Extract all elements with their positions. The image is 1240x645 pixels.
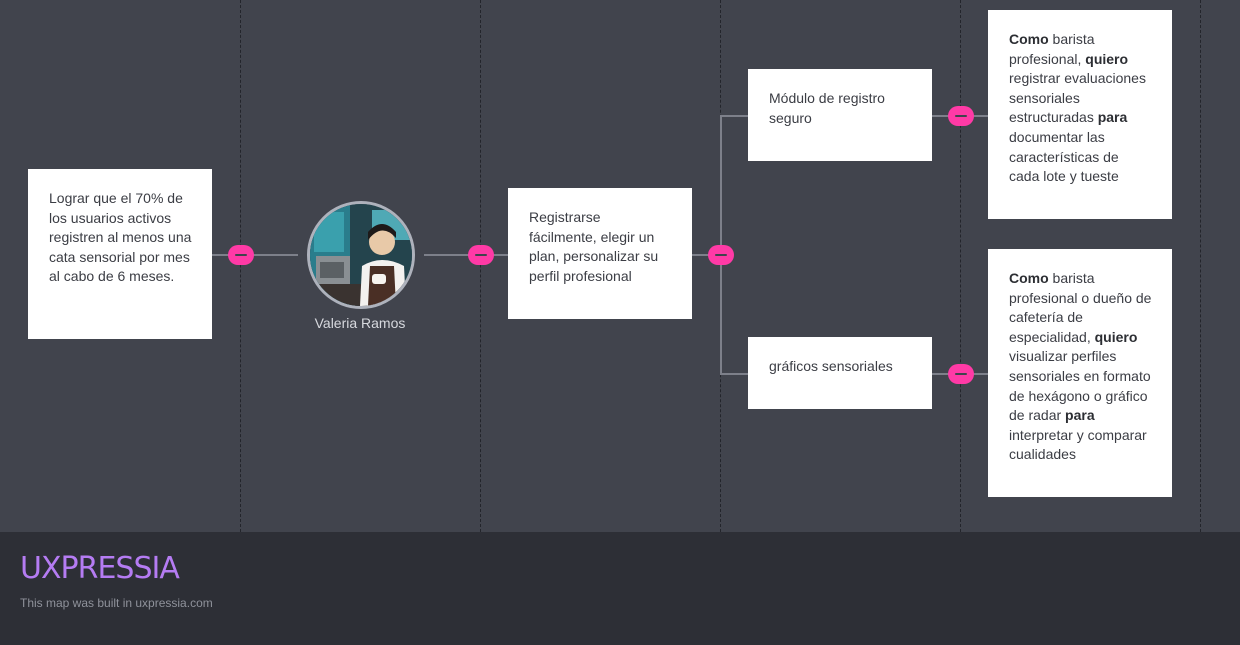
collapse-toggle-job[interactable]	[708, 245, 734, 265]
minus-icon	[715, 254, 727, 256]
feature-card[interactable]: Módulo de registro seguro	[748, 69, 932, 161]
minus-icon	[475, 254, 487, 256]
connector-goal-persona	[212, 254, 298, 256]
minus-icon	[235, 254, 247, 256]
feature-text: Módulo de registro seguro	[769, 90, 885, 126]
story-segment: visualizar perfiles sensoriales en forma…	[1009, 348, 1151, 424]
story-segment: interpretar y comparar cualidades	[1009, 426, 1147, 463]
goal-card[interactable]: Lograr que el 70% de los usuarios activo…	[28, 169, 212, 339]
column-divider	[240, 0, 241, 532]
footer-note[interactable]: This map was built in uxpressia.com	[20, 596, 213, 610]
story-text: Como barista profesional, quiero registr…	[1009, 31, 1146, 184]
connector-job-branch	[692, 254, 721, 256]
story-keyword: para	[1097, 109, 1128, 126]
story-text: Como barista profesional o dueño de cafe…	[1009, 270, 1151, 462]
story-keyword: quiero	[1094, 328, 1138, 345]
collapse-toggle-persona[interactable]	[468, 245, 494, 265]
column-divider	[960, 0, 961, 532]
connector-branch-feature-1	[720, 115, 748, 117]
story-segment: barista profesional,	[1009, 31, 1095, 67]
story-segment: registrar evaluaciones sensoriales estru…	[1009, 70, 1146, 126]
impact-map: Lograr que el 70% de los usuarios activo…	[28, 0, 1201, 532]
story-keyword: quiero	[1085, 50, 1129, 67]
minus-icon	[955, 373, 967, 375]
user-story-card[interactable]: Como barista profesional o dueño de cafe…	[988, 249, 1172, 497]
barista-photo-icon	[310, 204, 412, 306]
collapse-toggle-feature-2[interactable]	[948, 364, 974, 384]
feature-text: gráficos sensoriales	[769, 358, 893, 374]
story-segment: barista profesional o dueño de cafetería…	[1009, 270, 1152, 345]
minus-icon	[955, 115, 967, 117]
story-keyword: Como	[1009, 31, 1049, 47]
story-keyword: Como	[1009, 270, 1049, 286]
feature-card[interactable]: gráficos sensoriales	[748, 337, 932, 409]
connector-branch-feature-2	[720, 373, 748, 375]
persona-avatar[interactable]	[307, 201, 415, 309]
connector-persona-job	[424, 254, 508, 256]
brand-logo[interactable]: UXPRESSIA	[20, 551, 180, 586]
footer: UXPRESSIA This map was built in uxpressi…	[0, 532, 1240, 645]
persona-name: Valeria Ramos	[314, 315, 406, 331]
job-text: Registrarse fácilmente, elegir un plan, …	[529, 209, 659, 284]
column-divider	[1200, 0, 1201, 532]
column-divider	[480, 0, 481, 532]
job-card[interactable]: Registrarse fácilmente, elegir un plan, …	[508, 188, 692, 319]
collapse-toggle-goal[interactable]	[228, 245, 254, 265]
goal-text: Lograr que el 70% de los usuarios activo…	[49, 190, 192, 285]
collapse-toggle-feature-1[interactable]	[948, 106, 974, 126]
story-segment: documentar las características de cada l…	[1009, 128, 1119, 185]
user-story-card[interactable]: Como barista profesional, quiero registr…	[988, 10, 1172, 219]
story-keyword: para	[1065, 407, 1095, 424]
